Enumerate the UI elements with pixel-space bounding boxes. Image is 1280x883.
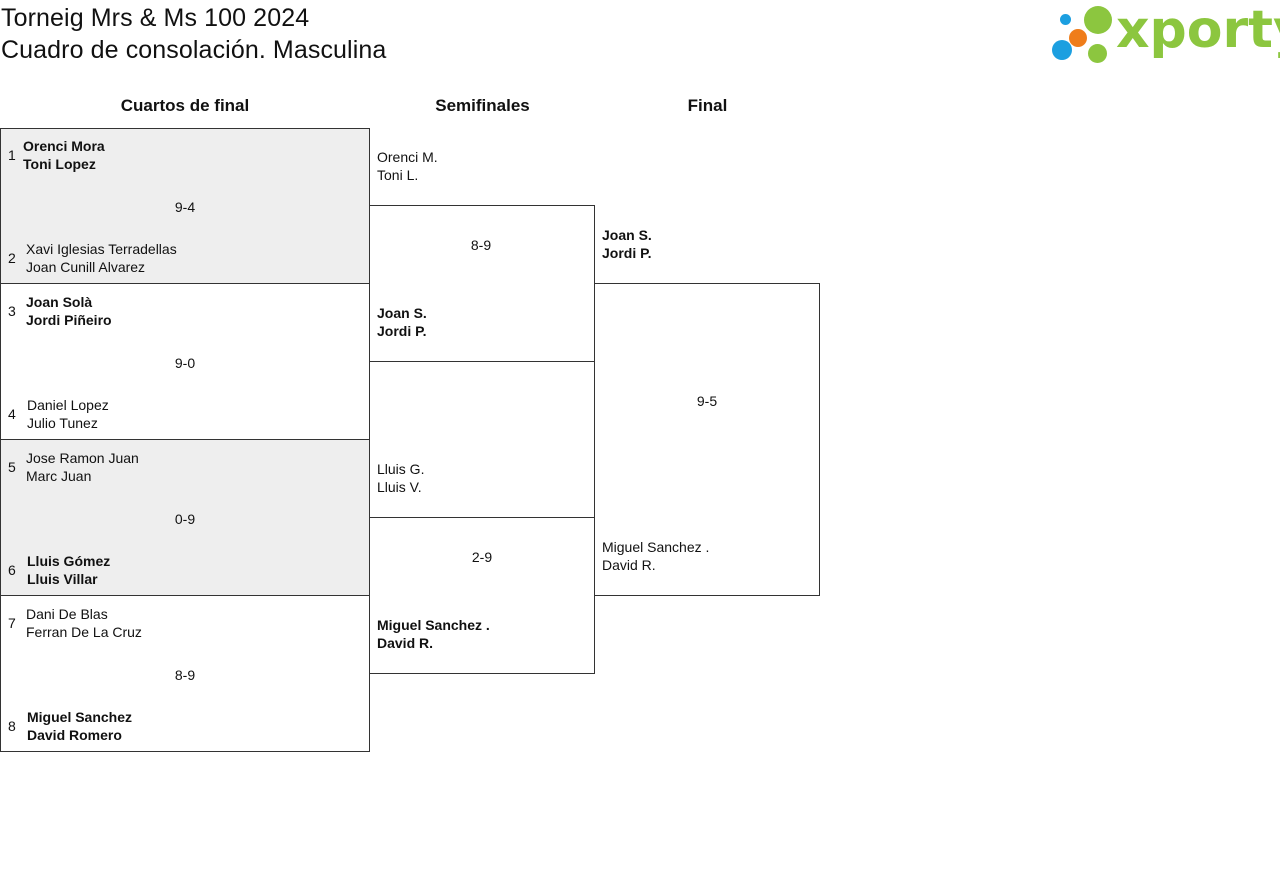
- player-name: Dani De Blas: [26, 606, 108, 622]
- team-entry: Dani De Blas Ferran De La Cruz: [26, 605, 142, 641]
- seed-number: 6: [8, 562, 16, 578]
- player-name: Jordi P.: [377, 323, 427, 339]
- match-score: 2-9: [471, 549, 493, 565]
- quarterfinal-match-1: 1 Orenci Mora Toni Lopez 9-4 2 Xavi Igle…: [0, 128, 370, 284]
- match-score: 0-9: [174, 511, 196, 527]
- player-name: Lluis Villar: [27, 571, 98, 587]
- team-entry: Lluis Gómez Lluis Villar: [27, 552, 110, 588]
- round-header-semifinals: Semifinales: [435, 96, 530, 115]
- seed-number: 8: [8, 718, 16, 734]
- team-entry: Xavi Iglesias Terradellas Joan Cunill Al…: [26, 240, 177, 276]
- player-name: Daniel Lopez: [27, 397, 109, 413]
- player-name: Joan S.: [602, 227, 652, 243]
- player-name: Jose Ramon Juan: [26, 450, 139, 466]
- logo-dot-blue: [1052, 40, 1072, 60]
- match-score: 9-4: [174, 199, 196, 215]
- xporty-logo[interactable]: xporty: [1050, 0, 1280, 68]
- match-score: 9-0: [174, 355, 196, 371]
- seed-number: 5: [8, 459, 16, 475]
- player-name: Xavi Iglesias Terradellas: [26, 241, 177, 257]
- logo-dot-green-large: [1084, 6, 1112, 34]
- logo-wordmark: xporty: [1116, 0, 1280, 60]
- player-name: Jordi Piñeiro: [26, 312, 112, 328]
- final-top-team: Joan S. Jordi P.: [602, 226, 652, 262]
- seed-number: 3: [8, 303, 16, 319]
- player-name: Jordi P.: [602, 245, 652, 261]
- final-match: 9-5 Miguel Sanchez . David R.: [594, 283, 820, 596]
- player-name: Joan Solà: [26, 294, 93, 310]
- team-entry: Orenci Mora Toni Lopez: [23, 137, 105, 173]
- player-name: Joan S.: [377, 305, 427, 321]
- team-entry: Joan Solà Jordi Piñeiro: [26, 293, 112, 329]
- logo-dot-green-small: [1060, 14, 1071, 25]
- seed-number: 1: [8, 147, 16, 163]
- player-name: David Romero: [27, 727, 122, 743]
- player-name: David R.: [602, 557, 656, 573]
- seed-number: 4: [8, 406, 16, 422]
- player-name: Toni Lopez: [23, 156, 96, 172]
- semifinal-1-bottom-team: Joan S. Jordi P.: [377, 304, 427, 340]
- player-name: Miguel Sanchez .: [377, 617, 490, 633]
- draw-title: Cuadro de consolación. Masculina: [1, 36, 387, 64]
- player-name: Orenci M.: [377, 149, 438, 165]
- match-score: 8-9: [470, 237, 492, 253]
- match-score: 9-5: [696, 393, 718, 409]
- quarterfinal-match-3: 5 Jose Ramon Juan Marc Juan 0-9 6 Lluis …: [0, 439, 370, 596]
- quarterfinal-match-4: 7 Dani De Blas Ferran De La Cruz 8-9 8 M…: [0, 595, 370, 752]
- team-entry: Miguel Sanchez David Romero: [27, 708, 132, 744]
- seed-number: 7: [8, 615, 16, 631]
- final-bottom-team: Miguel Sanchez . David R.: [602, 538, 709, 574]
- player-name: Ferran De La Cruz: [26, 624, 142, 640]
- player-name: Lluis Gómez: [27, 553, 111, 569]
- semifinal-2-top-team: Lluis G. Lluis V.: [377, 460, 424, 496]
- team-entry: Daniel Lopez Julio Tunez: [27, 396, 109, 432]
- player-name: David R.: [377, 635, 434, 651]
- semifinal-match-2: 2-9 Miguel Sanchez . David R.: [369, 517, 595, 674]
- player-name: Toni L.: [377, 167, 419, 183]
- player-name: Julio Tunez: [27, 415, 98, 431]
- round-header-quarterfinals: Cuartos de final: [120, 96, 250, 115]
- page-title-block: Torneig Mrs & Ms 100 2024 Cuadro de cons…: [1, 2, 386, 66]
- player-name: Lluis V.: [377, 479, 422, 495]
- semifinal-2-bottom-team: Miguel Sanchez . David R.: [377, 616, 490, 652]
- semifinal-match-1: 8-9 Joan S. Jordi P.: [369, 205, 595, 362]
- logo-dot-green-bottom: [1088, 44, 1107, 63]
- semifinal-1-top-team: Orenci M. Toni L.: [377, 148, 438, 184]
- quarterfinal-match-2: 3 Joan Solà Jordi Piñeiro 9-0 4 Daniel L…: [0, 283, 370, 440]
- tournament-title: Torneig Mrs & Ms 100 2024: [1, 4, 310, 32]
- player-name: Miguel Sanchez: [27, 709, 133, 725]
- match-score: 8-9: [174, 667, 196, 683]
- seed-number: 2: [8, 250, 16, 266]
- player-name: Marc Juan: [26, 468, 92, 484]
- team-entry: Jose Ramon Juan Marc Juan: [26, 449, 139, 485]
- player-name: Miguel Sanchez .: [602, 539, 710, 555]
- logo-dot-orange: [1069, 29, 1087, 47]
- round-header-final: Final: [687, 96, 728, 115]
- player-name: Lluis G.: [377, 461, 425, 477]
- player-name: Orenci Mora: [23, 138, 105, 154]
- player-name: Joan Cunill Alvarez: [26, 259, 146, 275]
